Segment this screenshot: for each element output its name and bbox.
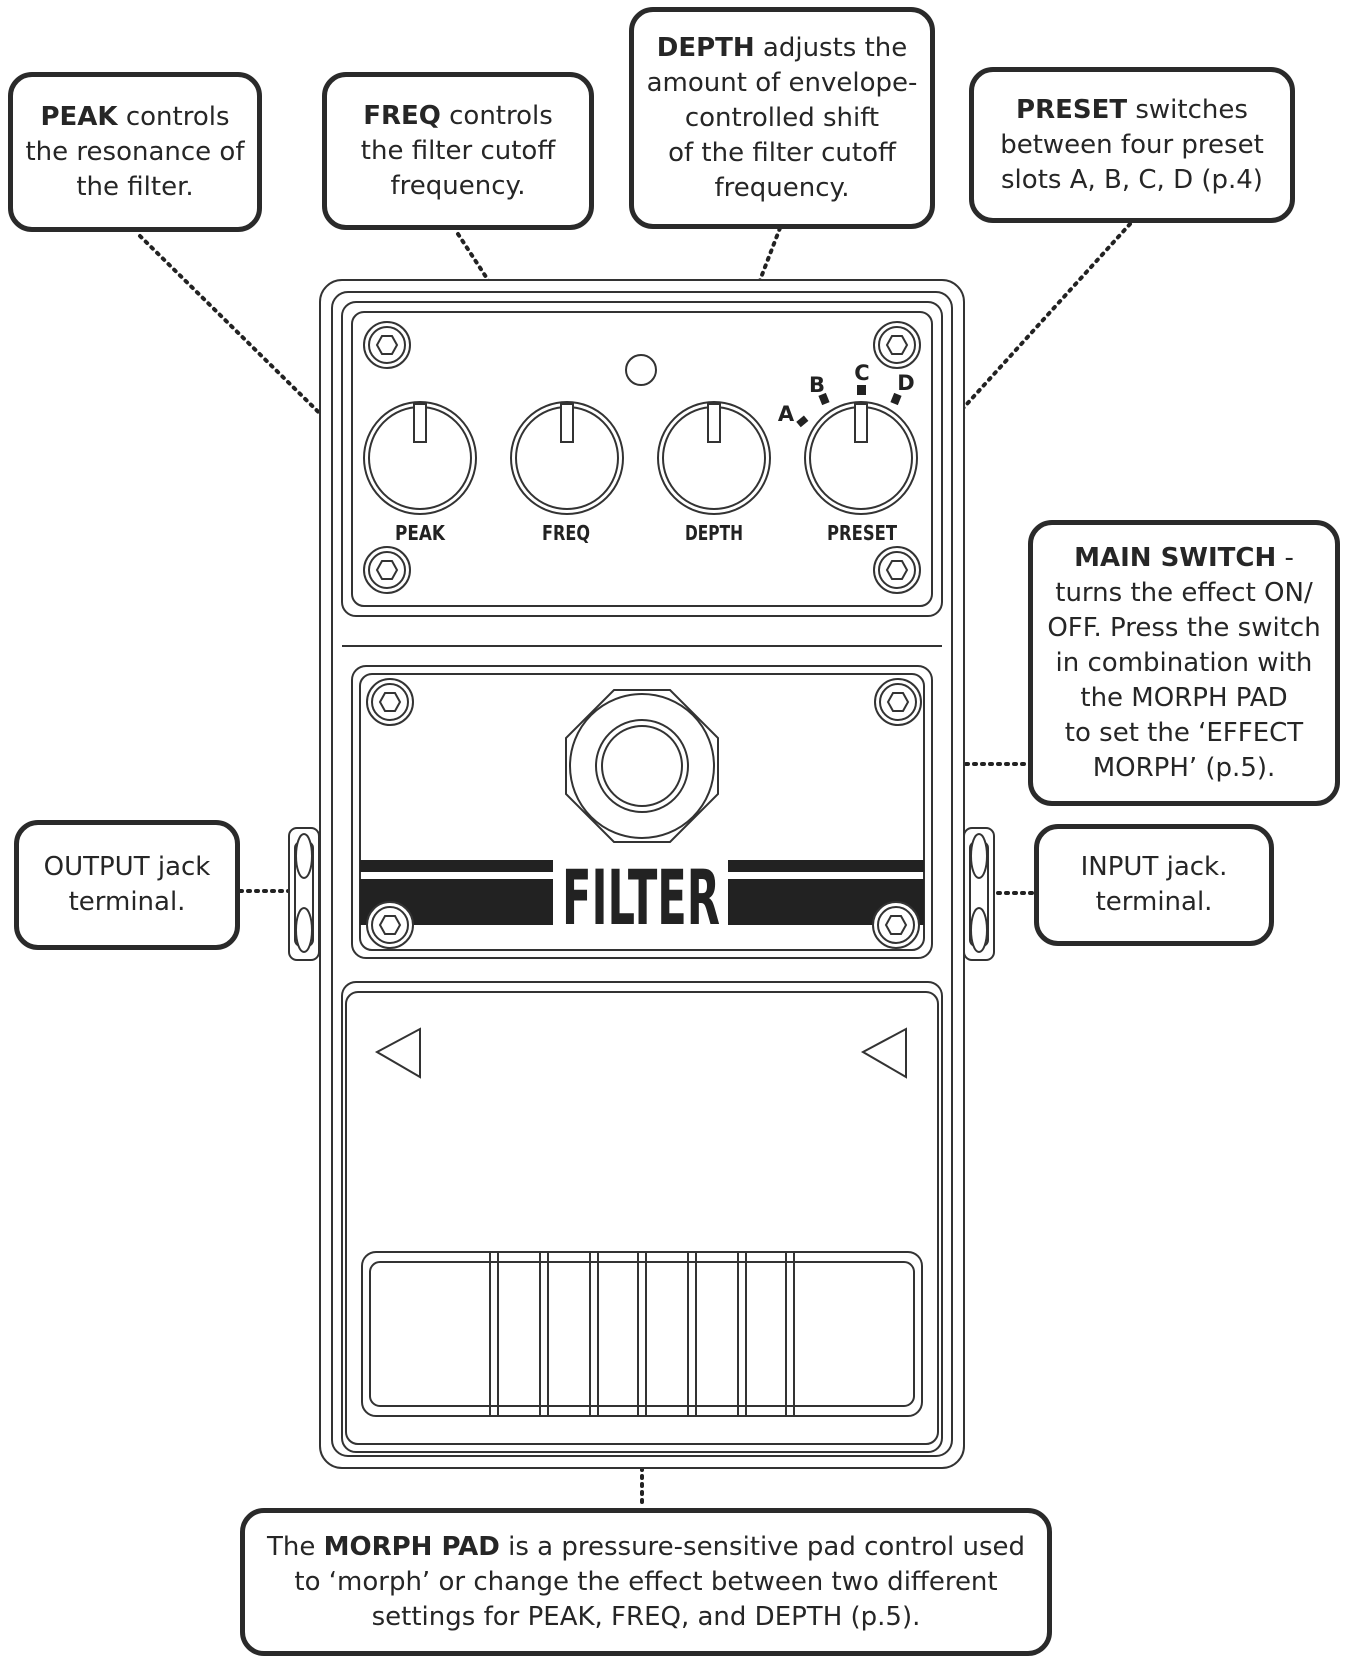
screw-icon — [363, 546, 411, 594]
callout-text: adjusts the — [754, 32, 908, 63]
callout-freq-term: FREQ — [363, 100, 441, 131]
preset-slot-a: A — [778, 402, 795, 426]
screw-icon — [874, 678, 922, 726]
callout-text: OUTPUT jack — [43, 852, 211, 882]
callout-text: frequency. — [390, 170, 526, 201]
callout-freq: FREQ controls the filter cutoff frequency. — [322, 72, 594, 230]
knob-label-freq: FREQ — [542, 521, 590, 545]
preset-slot-c: C — [854, 361, 869, 385]
knob-freq[interactable] — [510, 401, 624, 515]
callout-text: MORPH’ (p.5). — [1092, 752, 1276, 783]
knob-preset[interactable] — [804, 401, 918, 515]
panel-screws — [363, 321, 921, 594]
callout-text: controls — [440, 100, 553, 131]
callout-text: the MORPH PAD — [1080, 682, 1288, 713]
callout-text: the filter cutoff — [360, 135, 556, 166]
knob-label-peak: PEAK — [395, 521, 446, 545]
screw-icon — [872, 901, 920, 949]
right-arrow-icon — [860, 1027, 907, 1079]
callout-peak-term: PEAK — [40, 101, 118, 132]
callout-text: settings for PEAK, FREQ, and DEPTH (p.5)… — [371, 1601, 921, 1632]
callout-text: - — [1276, 542, 1294, 573]
callout-text: to set the ‘EFFECT — [1064, 717, 1304, 748]
callout-morph-pad-term: MORPH PAD — [323, 1531, 500, 1562]
preset-slot-b: B — [809, 373, 825, 397]
callout-text: The — [266, 1531, 324, 1562]
left-arrow-icon — [374, 1027, 421, 1079]
callout-text: the filter. — [76, 171, 194, 202]
main-switch[interactable] — [565, 689, 719, 843]
knob-peak[interactable] — [363, 401, 477, 515]
input-jack-icon — [963, 827, 995, 961]
output-jack-icon — [288, 827, 320, 961]
switch-plate-screws — [366, 678, 922, 726]
callout-text: INPUT jack. — [1080, 852, 1228, 882]
callout-text: between four preset — [1000, 129, 1264, 160]
callout-text: to ‘morph’ or change the effect between … — [294, 1566, 998, 1597]
callout-output-jack: OUTPUT jack terminal. — [14, 820, 240, 950]
callout-text: in combination with — [1055, 647, 1313, 678]
brand-label: FILTER — [562, 853, 720, 942]
callout-morph-pad: The MORPH PAD is a pressure-sensitive pa… — [240, 1508, 1052, 1656]
screw-icon — [873, 321, 921, 369]
knob-depth[interactable] — [657, 401, 771, 515]
preset-ticks — [796, 385, 902, 428]
callout-text: controls — [117, 101, 230, 132]
callout-text: turns the effect ON/ — [1055, 577, 1313, 608]
screw-icon — [873, 546, 921, 594]
callout-main-switch: MAIN SWITCH - turns the effect ON/OFF. Pr… — [1028, 520, 1340, 806]
callout-text: frequency. — [714, 172, 850, 203]
knob-label-preset: PRESET — [827, 521, 897, 545]
knob-label-depth: DEPTH — [685, 521, 743, 545]
screw-icon — [366, 901, 414, 949]
callout-text: is a pressure-sensitive pad control used — [499, 1531, 1026, 1562]
screw-icon — [366, 678, 414, 726]
callout-text: slots A, B, C, D (p.4) — [1001, 164, 1263, 195]
callout-main-switch-term: MAIN SWITCH — [1074, 542, 1277, 573]
callout-peak: PEAK controls the resonance of the filter. — [8, 72, 262, 232]
screw-icon — [363, 321, 411, 369]
morph-pad[interactable] — [361, 1251, 923, 1417]
callout-text: of the filter cutoff — [668, 137, 896, 168]
preset-slot-d: D — [897, 371, 914, 395]
callout-text: terminal. — [1095, 887, 1213, 917]
callout-text: the resonance of — [25, 136, 245, 167]
callout-depth-term: DEPTH — [656, 32, 755, 63]
callout-text: switches — [1127, 94, 1248, 125]
callout-preset: PRESET switches between four preset slots … — [969, 67, 1295, 223]
control-panel — [341, 301, 943, 647]
callout-text: OFF. Press the switch — [1047, 612, 1321, 643]
callout-depth: DEPTH adjusts the amount of envelope-cont… — [629, 7, 935, 229]
callout-text: controlled shift — [684, 102, 880, 133]
callout-text: amount of envelope- — [646, 67, 918, 98]
callout-input-jack: INPUT jack. terminal. — [1034, 824, 1274, 946]
callout-preset-term: PRESET — [1016, 94, 1128, 125]
knob-labels: PEAK FREQ DEPTH PRESET — [395, 521, 897, 545]
preset-slot-labels: A B C D — [778, 361, 915, 426]
switch-plate-screws-lower — [366, 901, 920, 949]
led-indicator — [625, 354, 657, 386]
callout-text: terminal. — [68, 887, 186, 917]
